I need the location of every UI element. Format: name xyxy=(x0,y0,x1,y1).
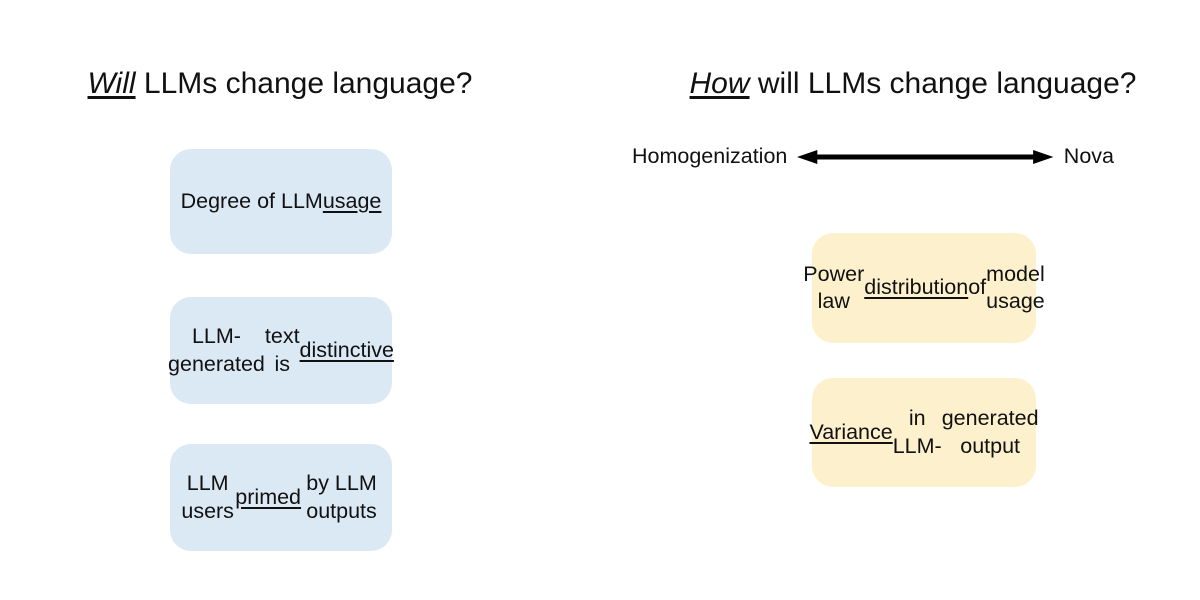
left-panel-title: Will LLMs change language? xyxy=(87,67,473,100)
spectrum-right-label: Nova xyxy=(1063,144,1114,168)
spectrum-axis: Homogenization Nova xyxy=(632,143,1114,170)
double-headed-arrow-icon xyxy=(797,149,1054,165)
right-panel-title: How will LLMs change language? xyxy=(689,67,1137,100)
concept-box-variance-in-llm-output: Variance in LLM-generated output xyxy=(809,378,1039,487)
spectrum-left-label: Homogenization xyxy=(632,144,788,168)
